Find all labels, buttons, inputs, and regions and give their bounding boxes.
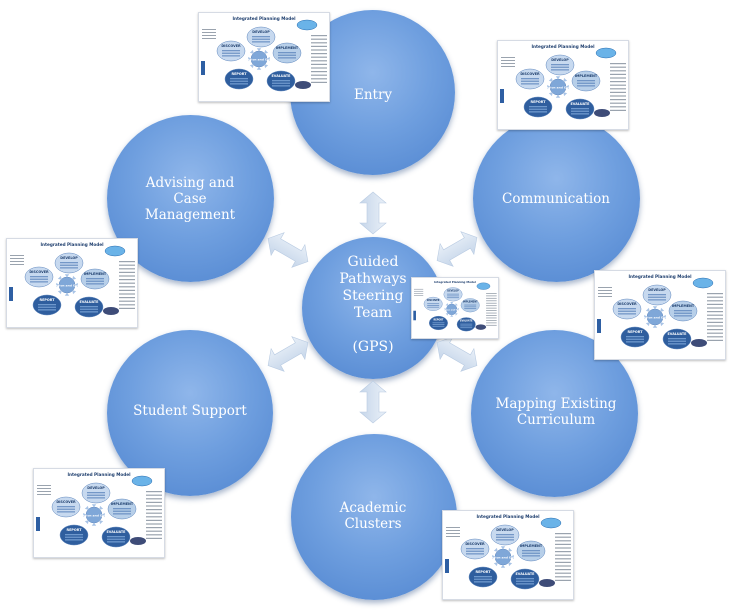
stage-label: REPORT — [231, 72, 247, 76]
stage-label: IMPLEMENT — [520, 544, 543, 548]
thumbnail-title: Integrated Planning Model — [40, 242, 104, 247]
stage-label: IMPLEMENT — [575, 74, 598, 78]
thumbnail-title: Integrated Planning Model — [232, 16, 296, 21]
hub-label: Mission and Goals — [488, 556, 519, 560]
thumbnail-title: Integrated Planning Model — [67, 472, 131, 477]
stage-label: EVALUATE — [667, 332, 687, 336]
mapping-label: Mapping Existing Curriculum — [495, 396, 617, 428]
arrow-academic — [359, 380, 387, 424]
hub-label: Mission and Goals — [442, 309, 463, 311]
stage-label: IMPLEMENT — [672, 304, 695, 308]
stage-label: REPORT — [433, 318, 443, 321]
cloud-icon — [691, 339, 707, 347]
stage-label: DISCOVER — [221, 44, 241, 48]
stage-label: REPORT — [39, 298, 55, 302]
thumbnail-title: Integrated Planning Model — [434, 280, 476, 284]
stage-label: IMPLEMENT — [84, 272, 107, 276]
cloud-icon — [540, 517, 562, 529]
communication-label: Communication — [502, 191, 610, 207]
stage-label: DISCOVER — [520, 72, 540, 76]
stage-label: EVALUATE — [106, 530, 126, 534]
stage-label: DEVELOP — [60, 256, 78, 260]
stage-label: IMPLEMENT — [276, 46, 299, 50]
stage-label: REPORT — [530, 100, 546, 104]
gps-center-label: Guided Pathways Steering Team (GPS) — [339, 254, 407, 355]
stage-label: EVALUATE — [460, 320, 473, 323]
arrow-entry — [359, 191, 387, 235]
stage-label: DISCOVER — [29, 270, 49, 274]
communication-circle — [473, 115, 640, 282]
stage-label: EVALUATE — [570, 102, 590, 106]
cloud-icon — [595, 47, 617, 59]
academic-label: Academic Clusters — [339, 500, 407, 532]
stage-label: DEVELOP — [87, 486, 105, 490]
cloud-icon — [539, 579, 555, 587]
cloud-icon — [476, 282, 491, 290]
hub-label: Mission and Goals — [244, 58, 275, 62]
cloud-icon — [692, 277, 714, 289]
stage-label: EVALUATE — [79, 300, 99, 304]
advising-label: Advising and Case Management — [144, 175, 236, 223]
thumbnail-title: Integrated Planning Model — [476, 514, 540, 519]
stage-label: DEVELOP — [648, 288, 666, 292]
stage-label: DEVELOP — [252, 30, 270, 34]
cloud-icon — [475, 324, 487, 330]
stage-label: IMPLEMENT — [463, 301, 478, 304]
stage-label: DISCOVER — [465, 542, 485, 546]
cloud-icon — [104, 245, 126, 257]
cloud-icon — [594, 109, 610, 117]
arrow-advising — [267, 232, 309, 268]
hub-label: Mission and Goals — [52, 284, 83, 288]
stage-label: DEVELOP — [447, 290, 459, 293]
stage-label: DISCOVER — [427, 299, 440, 302]
stage-label: EVALUATE — [515, 572, 535, 576]
stage-label: REPORT — [475, 570, 491, 574]
cloud-icon — [295, 81, 311, 89]
hub-label: Mission and Goals — [640, 316, 671, 320]
hub-label: Mission and Goals — [543, 86, 574, 90]
stage-label: EVALUATE — [271, 74, 291, 78]
thumbnail-title: Integrated Planning Model — [531, 44, 595, 49]
arrow-mapping — [436, 336, 478, 372]
arrow-student-support — [267, 336, 309, 372]
cloud-icon — [130, 537, 146, 545]
stage-label: REPORT — [66, 528, 82, 532]
cloud-icon — [103, 307, 119, 315]
stage-label: IMPLEMENT — [111, 502, 134, 506]
stage-label: DISCOVER — [617, 302, 637, 306]
thumbnail-title: Integrated Planning Model — [628, 274, 692, 279]
arrow-communication — [436, 231, 478, 267]
stage-label: DISCOVER — [56, 500, 76, 504]
academic-circle — [291, 434, 457, 600]
cloud-icon — [296, 19, 318, 31]
stage-label: DEVELOP — [551, 58, 569, 62]
cloud-icon — [131, 475, 153, 487]
hub-label: Mission and Goals — [79, 514, 110, 518]
entry-label: Entry — [353, 87, 393, 103]
stage-label: DEVELOP — [496, 528, 514, 532]
stage-label: REPORT — [627, 330, 643, 334]
student-support-label: Student Support — [133, 403, 247, 419]
